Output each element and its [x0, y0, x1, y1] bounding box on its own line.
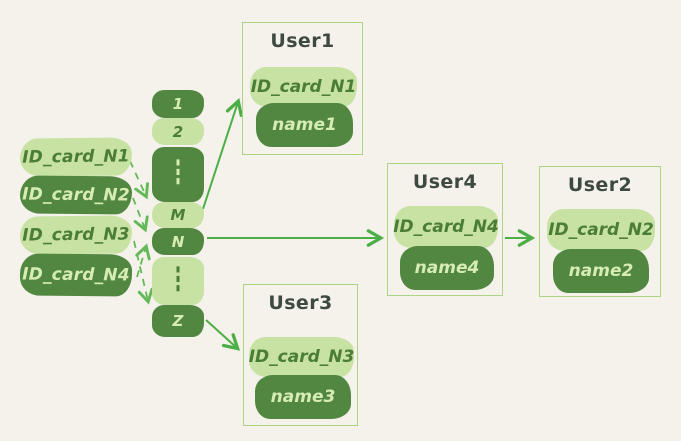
bucket-ellipsis-top: ⋮ — [152, 147, 204, 202]
user2-title: User2 — [567, 174, 633, 196]
arrow-bucket-z-to-user3 — [205, 319, 241, 351]
id-card-n2-label: ID_card_N2 — [22, 184, 130, 206]
id-card-n3-label: ID_card_N3 — [22, 224, 130, 246]
id-card-n4-label: ID_card_N4 — [22, 264, 130, 286]
arrow-card-n3-to-bucket-z — [133, 240, 154, 305]
arrow-card-n4-to-bucket-n — [135, 243, 151, 278]
id-card-n2: ID_card_N2 — [19, 175, 133, 215]
bucket-ellipsis-top-label: ⋮ — [169, 154, 187, 193]
user4-name-pill: name4 — [400, 246, 494, 290]
user4-box: User4 ID_card_N4 name4 — [387, 163, 503, 296]
bucket-n: N — [152, 228, 204, 255]
bucket-ellipsis-bottom-label: ⋮ — [169, 261, 187, 300]
user3-title: User3 — [268, 292, 333, 314]
id-card-n1-label: ID_card_N1 — [22, 146, 130, 168]
user4-title: User4 — [412, 171, 478, 193]
bucket-n-label: N — [171, 232, 185, 251]
user2-id-card-pill: ID_card_N2 — [547, 209, 655, 251]
user2-box: User2 ID_card_N2 name2 — [539, 166, 661, 297]
user3-id-card-pill: ID_card_N3 — [249, 337, 354, 377]
user2-name-pill: name2 — [553, 249, 649, 293]
id-card-n4: ID_card_N4 — [19, 253, 133, 297]
user1-name-pill: name1 — [256, 103, 353, 147]
user1-id-card-pill: ID_card_N1 — [250, 67, 357, 107]
user4-id-card-pill: ID_card_N4 — [393, 206, 499, 248]
user1-box: User1 ID_card_N1 name1 — [242, 22, 363, 155]
arrow-card-n2-to-bucket-n — [132, 197, 149, 233]
bucket-1-label: 1 — [172, 95, 184, 113]
user3-box: User3 ID_card_N3 name3 — [243, 284, 358, 426]
bucket-z-label: Z — [172, 312, 184, 330]
bucket-m-label: M — [170, 206, 186, 224]
arrow-card-n1-to-bucket-m — [129, 160, 149, 200]
user1-title: User1 — [270, 30, 335, 52]
bucket-1: 1 — [152, 90, 204, 118]
bucket-2-label: 2 — [172, 122, 184, 141]
bucket-2: 2 — [152, 118, 204, 145]
bucket-ellipsis-bottom: ⋮ — [152, 257, 204, 305]
user3-name-pill: name3 — [255, 375, 351, 419]
id-card-n1: ID_card_N1 — [19, 137, 133, 177]
bucket-m: M — [152, 202, 204, 228]
id-card-n3: ID_card_N3 — [19, 215, 133, 255]
bucket-z: Z — [152, 305, 204, 337]
arrow-bucket-m-to-user1 — [202, 98, 243, 210]
